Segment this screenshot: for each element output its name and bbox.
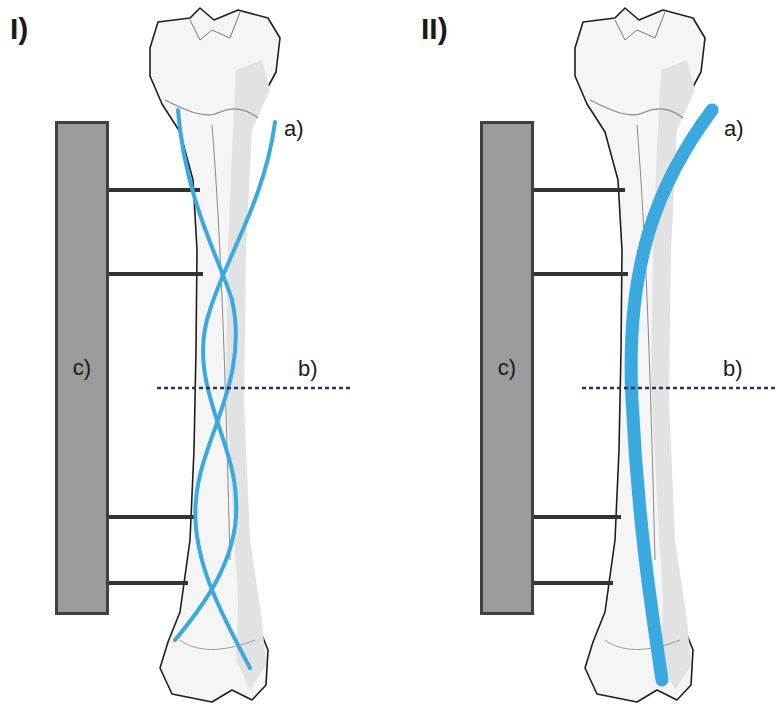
- fracture-line: [582, 387, 776, 390]
- crossed-wires: [175, 110, 275, 668]
- fracture-line: [157, 387, 353, 390]
- callout-letter: c): [58, 357, 106, 379]
- fixator-bar: c): [55, 121, 109, 615]
- tibia-with-pins: [88, 8, 280, 702]
- panel-label: I): [10, 14, 28, 44]
- fixator-bar: c): [480, 121, 534, 615]
- panel-label: II): [421, 14, 448, 44]
- callout-letter: a): [724, 118, 744, 140]
- tibia-with-pins: [513, 8, 705, 702]
- callout-letter: c): [483, 357, 531, 379]
- single-nail: [631, 110, 712, 680]
- callout-letter: a): [284, 118, 304, 140]
- callout-letter: b): [723, 358, 743, 380]
- callout-letter: b): [298, 358, 318, 380]
